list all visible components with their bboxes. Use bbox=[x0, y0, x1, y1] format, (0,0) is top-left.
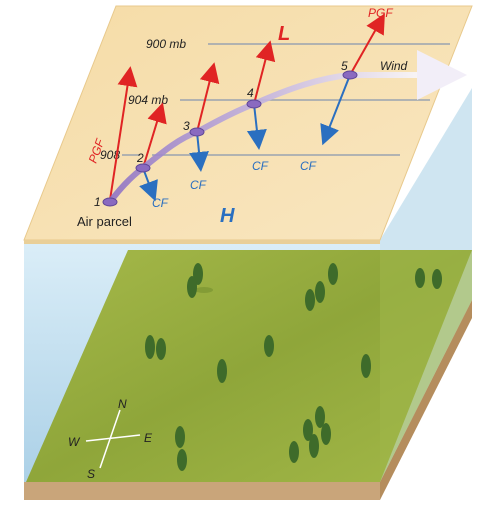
tree bbox=[187, 276, 197, 298]
compass-east: E bbox=[144, 431, 153, 445]
isobar-label-900: 900 mb bbox=[146, 37, 186, 51]
tree bbox=[156, 338, 166, 360]
pgf-arrow-3 bbox=[196, 62, 220, 133]
position-5: 5 bbox=[341, 59, 348, 73]
tree bbox=[315, 406, 325, 428]
position-4: 4 bbox=[247, 86, 254, 100]
position-1: 1 bbox=[94, 195, 101, 209]
tree bbox=[217, 359, 227, 383]
pgf-arrow-1 bbox=[109, 66, 138, 201]
air-parcel-2 bbox=[135, 163, 151, 173]
wind-label: Wind bbox=[380, 59, 408, 73]
pgf-label-top: PGF bbox=[368, 6, 393, 20]
cf-label-2: CF bbox=[152, 196, 169, 210]
air-parcel-1 bbox=[102, 197, 118, 207]
tree bbox=[321, 423, 331, 445]
ground-soil-side bbox=[380, 300, 472, 500]
ground-soil-front bbox=[24, 482, 380, 500]
cf-arrow-4 bbox=[246, 103, 267, 150]
tree bbox=[289, 441, 299, 463]
isobar-label-904: 904 mb bbox=[128, 93, 168, 107]
air-parcel-4 bbox=[246, 99, 262, 109]
tree bbox=[177, 449, 187, 471]
pgf-arrows bbox=[109, 13, 385, 201]
upper-plane-edge bbox=[24, 240, 380, 244]
tree bbox=[361, 354, 371, 378]
cf-arrows bbox=[139, 74, 351, 202]
tree bbox=[303, 419, 313, 441]
tree bbox=[175, 426, 185, 448]
air-parcel-5 bbox=[342, 70, 358, 80]
cf-arrow-3 bbox=[189, 131, 209, 172]
air-parcel-label: Air parcel bbox=[77, 214, 132, 229]
cf-label-4: CF bbox=[252, 159, 269, 173]
tree bbox=[264, 335, 274, 357]
position-2: 2 bbox=[136, 151, 144, 165]
ground-surface bbox=[26, 250, 472, 482]
air-parcel-markers bbox=[102, 70, 358, 207]
compass-north: N bbox=[118, 397, 127, 411]
air-parcel-3 bbox=[189, 127, 205, 137]
cf-label-5: CF bbox=[300, 159, 317, 173]
tree bbox=[432, 269, 442, 289]
tree bbox=[309, 434, 319, 458]
tree bbox=[328, 263, 338, 285]
cf-arrow-5 bbox=[320, 74, 351, 146]
high-pressure-label: H bbox=[220, 205, 235, 227]
pgf-arrow-2 bbox=[142, 102, 167, 169]
compass-south: S bbox=[87, 467, 95, 481]
tree bbox=[415, 268, 425, 288]
tree bbox=[315, 281, 325, 303]
position-3: 3 bbox=[183, 119, 190, 133]
low-pressure-label: L bbox=[278, 23, 290, 45]
pgf-arrow-4 bbox=[253, 40, 276, 105]
cf-label-3: CF bbox=[190, 178, 207, 192]
pgf-arrow-5 bbox=[349, 13, 385, 76]
ground-surface-back bbox=[380, 250, 472, 482]
tree bbox=[305, 289, 315, 311]
tree bbox=[145, 335, 155, 359]
compass-rose bbox=[85, 409, 141, 469]
trees bbox=[145, 263, 442, 471]
compass-west: W bbox=[68, 435, 81, 449]
isobar-label-908: 908 bbox=[100, 148, 120, 162]
